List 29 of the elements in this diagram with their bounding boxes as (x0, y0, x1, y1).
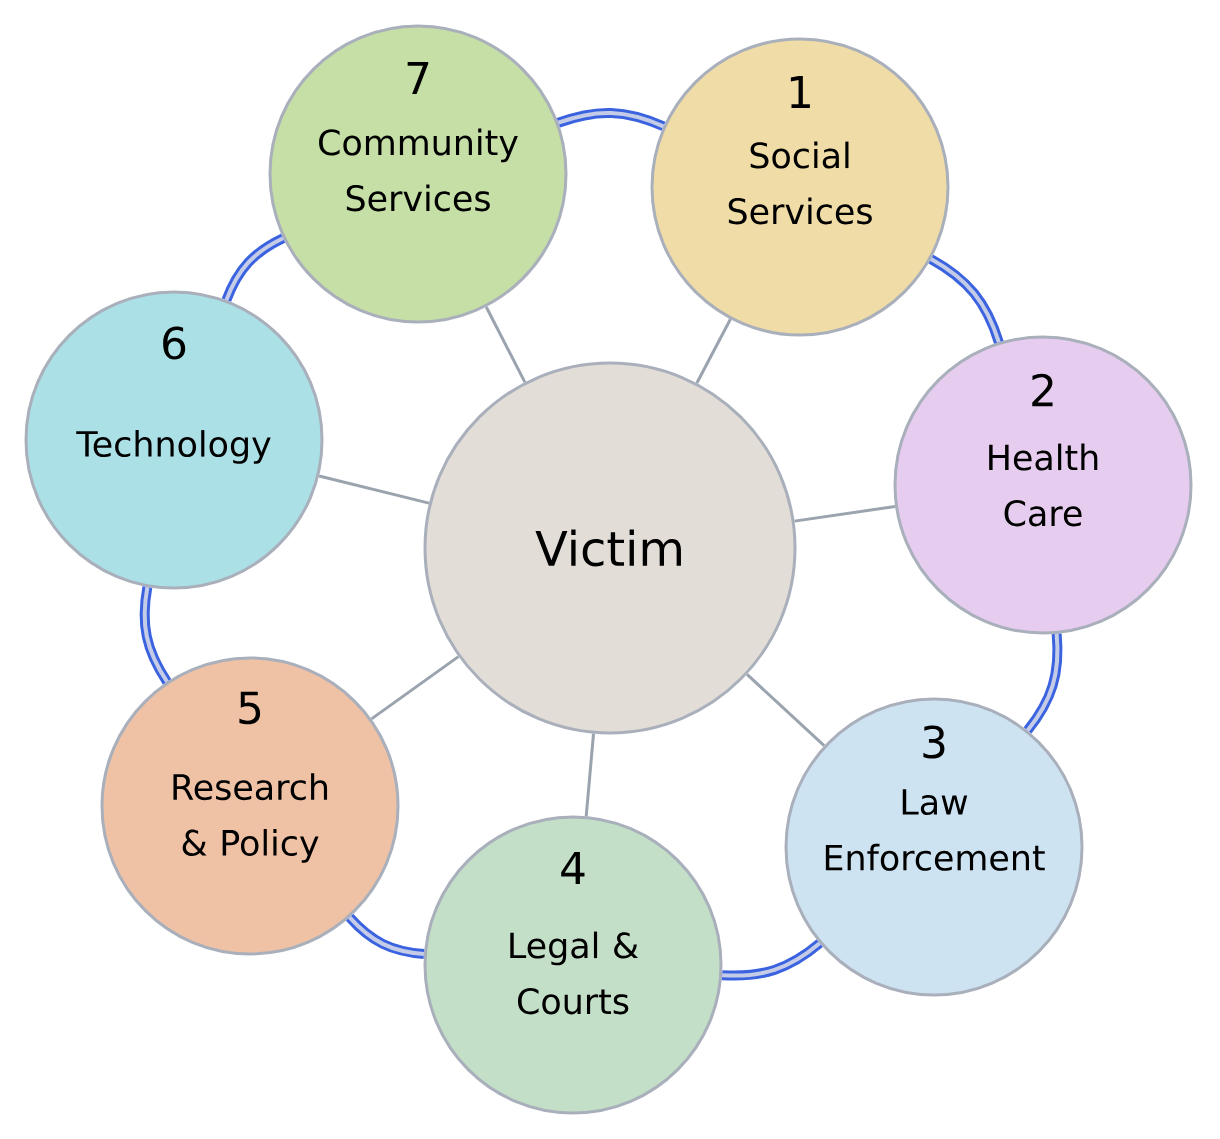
spoke-line (318, 474, 430, 505)
spoke-line (370, 655, 460, 721)
spoke-line (746, 673, 826, 747)
ring-connector (928, 254, 1004, 344)
ring-connector (139, 586, 172, 685)
node-label: Research & Policy (173, 773, 328, 863)
node-label: Community Services (319, 128, 518, 212)
number-label: 7 (407, 62, 429, 94)
node-label: Victim (535, 529, 681, 567)
number-label: 4 (561, 852, 585, 884)
number-label: 1 (790, 76, 810, 108)
node-label: Legal & Courts (510, 931, 639, 1015)
node-label: Health Care (989, 443, 1098, 527)
number-label: 2 (1032, 373, 1053, 407)
number-label: 6 (163, 326, 186, 360)
node-label: Social Services (728, 141, 872, 225)
ring-connector (721, 939, 823, 981)
ring-connector (221, 233, 286, 302)
spoke-line (695, 318, 732, 384)
spoke-line (584, 733, 595, 817)
node-label: Technology (76, 430, 271, 464)
spoke-line (794, 505, 896, 523)
ring-connector (556, 108, 666, 131)
number-label: 5 (239, 691, 261, 725)
ring-connector (345, 914, 425, 959)
number-label: 3 (923, 725, 945, 759)
spoke-line (484, 306, 527, 383)
ring-connector (1023, 633, 1063, 734)
node-label: Law Enforcement (825, 789, 1045, 871)
